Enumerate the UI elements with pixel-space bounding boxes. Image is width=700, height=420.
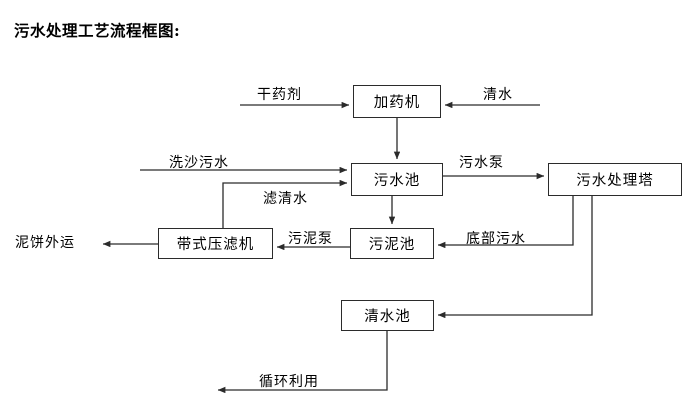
edge-label-dry-chemical: 干药剂 bbox=[257, 87, 302, 103]
node-label: 带式压滤机 bbox=[176, 237, 255, 253]
page-title: 污水处理工艺流程框图: bbox=[14, 21, 181, 40]
node-belt-filter-press[interactable]: 带式压滤机 bbox=[158, 228, 273, 259]
edge-label-sludge-pump: 污泥泵 bbox=[288, 231, 333, 247]
node-label: 污水池 bbox=[373, 173, 421, 189]
edge-label-filtered-clear-water: 滤清水 bbox=[263, 191, 308, 207]
edge-filtered-water-to-wastewater-pool bbox=[222, 179, 348, 228]
edge-label-recycle-reuse: 循环利用 bbox=[259, 374, 319, 390]
terminal-label-mud-cake-out: 泥饼外运 bbox=[15, 235, 75, 251]
edge-bottom-sewage-to-sludge-pool bbox=[437, 196, 574, 249]
node-sludge-pool[interactable]: 污泥池 bbox=[350, 228, 434, 259]
node-label: 污泥池 bbox=[368, 237, 416, 253]
edge-label-bottom-sewage: 底部污水 bbox=[466, 231, 526, 247]
edge-label-clean-water: 清水 bbox=[483, 87, 513, 103]
node-treatment-tower[interactable]: 污水处理塔 bbox=[548, 163, 682, 196]
node-dosing-machine[interactable]: 加药机 bbox=[353, 85, 441, 118]
node-clear-water-pool[interactable]: 清水池 bbox=[341, 300, 434, 331]
edge-treatment-tower-to-clear-water-pool bbox=[437, 196, 593, 319]
edge-label-sand-wash-wastewater: 洗沙污水 bbox=[169, 155, 229, 171]
node-label: 加药机 bbox=[373, 95, 421, 111]
node-wastewater-pool[interactable]: 污水池 bbox=[351, 163, 443, 196]
node-label: 清水池 bbox=[364, 309, 411, 325]
node-label: 污水处理塔 bbox=[576, 173, 654, 189]
edge-label-sewage-pump: 污水泵 bbox=[459, 155, 504, 171]
edge-clear-water-pool-to-recycle bbox=[217, 331, 388, 394]
